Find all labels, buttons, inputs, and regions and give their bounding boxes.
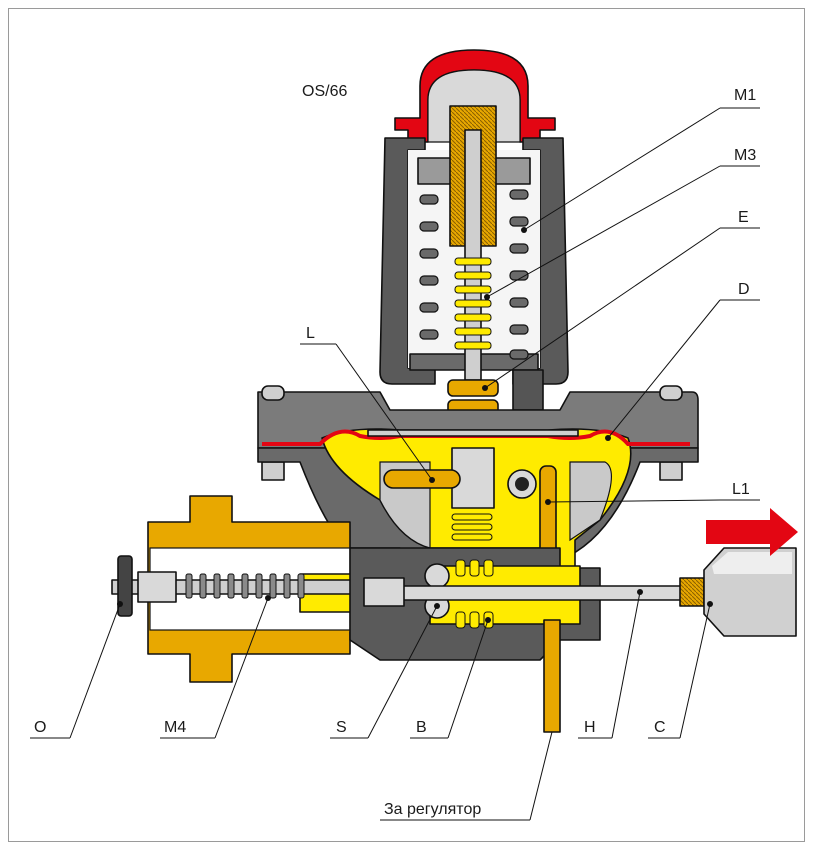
label-h: H bbox=[584, 719, 596, 736]
pivot-hole bbox=[515, 477, 529, 491]
housing-neck-right bbox=[512, 369, 544, 411]
flow-arrow bbox=[706, 508, 798, 556]
bolt-left-head bbox=[261, 385, 285, 401]
leader-lines bbox=[30, 107, 760, 821]
outlet-caption: За регулятор bbox=[384, 801, 481, 818]
lever-l bbox=[383, 469, 461, 489]
small-spring bbox=[451, 513, 493, 541]
inner-spring bbox=[454, 257, 492, 350]
lower-valve-body bbox=[349, 547, 691, 733]
lever-mechanism bbox=[383, 447, 557, 571]
label-m1: M1 bbox=[734, 87, 756, 104]
gas-chamber-gray-right bbox=[569, 461, 613, 542]
outlet-connector bbox=[679, 508, 798, 637]
main-spring-right bbox=[509, 189, 529, 360]
reset-knob bbox=[137, 571, 177, 603]
main-spring-left bbox=[419, 194, 439, 340]
reset-cap-outer bbox=[117, 555, 133, 617]
diaphragm-plate bbox=[367, 429, 579, 437]
nut-left bbox=[261, 461, 285, 481]
nut-right bbox=[659, 461, 683, 481]
connector-thread bbox=[679, 577, 705, 607]
ball-upper bbox=[424, 563, 450, 589]
outlet-pipe bbox=[543, 619, 561, 733]
connector-shade bbox=[712, 552, 792, 574]
label-b: B bbox=[416, 719, 427, 736]
valve-spring bbox=[455, 559, 494, 629]
reset-assembly bbox=[111, 495, 413, 683]
reset-spring bbox=[185, 573, 305, 599]
bolt-right-head bbox=[659, 385, 683, 401]
label-m3: M3 bbox=[734, 147, 756, 164]
label-e: E bbox=[738, 209, 749, 226]
model-label: OS/66 bbox=[302, 83, 347, 100]
label-l1: L1 bbox=[732, 481, 750, 498]
label-m4: M4 bbox=[164, 719, 186, 736]
label-l: L bbox=[306, 325, 315, 342]
label-o: O bbox=[34, 719, 46, 736]
nut-upper bbox=[447, 379, 499, 397]
shaft-h-block bbox=[363, 577, 405, 607]
label-s: S bbox=[336, 719, 347, 736]
main-spring bbox=[419, 189, 529, 360]
label-c: C bbox=[654, 719, 666, 736]
label-d: D bbox=[738, 281, 750, 298]
labels: OS/66 M1 M3 E D L L1 O M4 S B H C За рег… bbox=[34, 83, 756, 818]
